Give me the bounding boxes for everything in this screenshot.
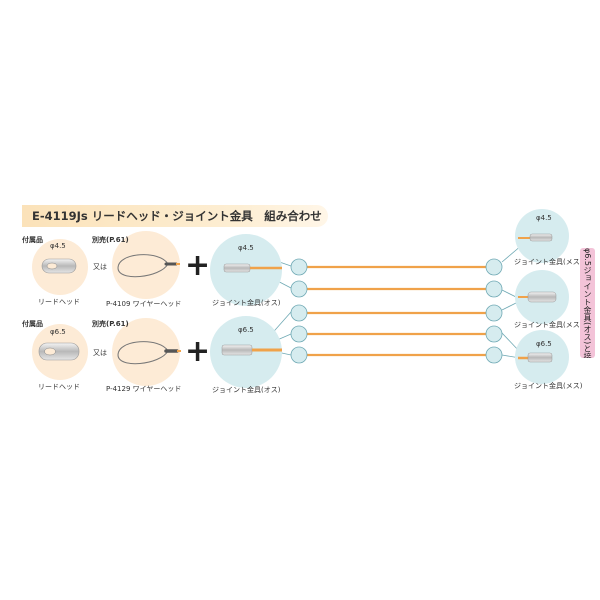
- joint-male-icon-2: [221, 344, 282, 356]
- included-label: 付属品: [22, 320, 43, 328]
- female-caption: ジョイント金具(メス): [514, 382, 583, 390]
- wire-loop-icon: [117, 341, 181, 365]
- lead-head-icon: [38, 342, 80, 361]
- separate-label: 別売(P.61): [92, 236, 129, 244]
- plus-sign: +: [185, 248, 211, 283]
- included-label: 付属品: [22, 236, 43, 244]
- lead-caption: リードヘッド: [38, 383, 80, 391]
- joint-female-icon-3: [518, 352, 553, 363]
- wire-caption: P-4129 ワイヤーヘッド: [106, 385, 182, 393]
- side-note: φ6.5ジョイント金具(オス)と接続: [580, 248, 595, 358]
- joint-caption: ジョイント金具(オス): [212, 299, 281, 307]
- joint-caption: ジョイント金具(オス): [212, 386, 281, 394]
- lead-head-icon: [41, 258, 77, 274]
- joint-diameter: φ6.5: [238, 326, 254, 334]
- female-diameter: φ4.5: [536, 214, 552, 222]
- cable-lines: [300, 265, 492, 357]
- lead-caption: リードヘッド: [38, 298, 80, 306]
- or-label: 又は: [93, 349, 107, 357]
- joint-diameter: φ4.5: [238, 244, 254, 252]
- female-caption: ジョイント金具(メス): [514, 258, 583, 266]
- lead-diameter: φ4.5: [50, 242, 66, 250]
- right-connection-circles: [485, 258, 503, 364]
- wire-caption: P-4109 ワイヤーヘッド: [106, 300, 182, 308]
- plus-sign: +: [185, 334, 211, 369]
- joint-female-icon-1: [518, 233, 553, 242]
- female-diameter: φ6.5: [536, 340, 552, 348]
- wire-head-circle-2: [112, 318, 180, 386]
- joint-male-icon-1: [223, 263, 282, 273]
- female-caption: ジョイント金具(メス): [514, 321, 583, 329]
- separate-label: 別売(P.61): [92, 320, 129, 328]
- wire-head-circle-1: [112, 231, 180, 299]
- or-label: 又は: [93, 263, 107, 271]
- left-connection-circles: [290, 258, 308, 364]
- title-banner: [22, 205, 328, 227]
- lead-diameter: φ6.5: [50, 328, 66, 336]
- joint-female-icon-2: [518, 291, 557, 303]
- wire-loop-icon: [117, 254, 180, 278]
- leader-lines: [267, 244, 523, 359]
- diagram-title: E-4119Js リードヘッド・ジョイント金具 組み合わせ: [32, 209, 322, 223]
